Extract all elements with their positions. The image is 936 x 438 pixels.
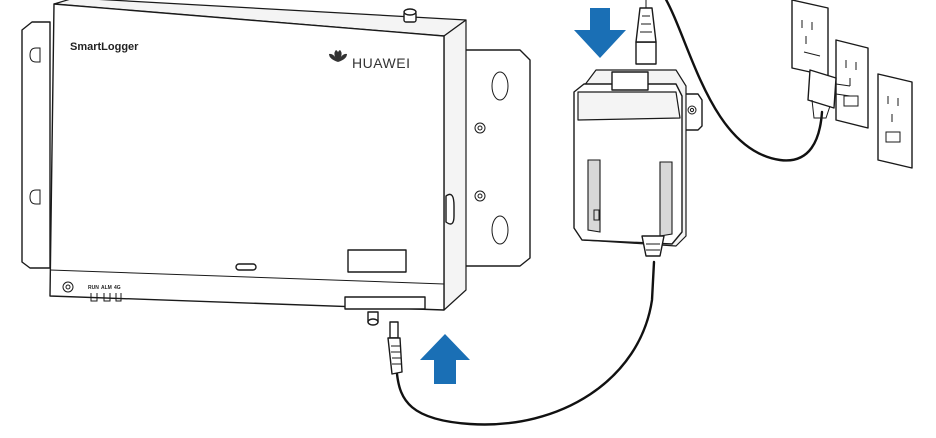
led-label-alm: ALM bbox=[101, 285, 112, 291]
device-front-face bbox=[49, 3, 445, 311]
power-adapter bbox=[573, 69, 703, 257]
right-mounting-bracket bbox=[459, 49, 531, 267]
arrow-down-icon bbox=[574, 8, 626, 58]
front-slot bbox=[235, 263, 257, 271]
led-label-run: RUN bbox=[88, 285, 99, 291]
arrow-up-icon bbox=[420, 334, 470, 384]
wall-sockets bbox=[791, 0, 913, 169]
brand-label: HUAWEI bbox=[352, 55, 410, 71]
label-plate bbox=[347, 249, 407, 273]
wall-socket-2 bbox=[835, 39, 869, 129]
ac-wall-plug bbox=[807, 69, 851, 119]
led-indicators: RUN ALM 4G bbox=[88, 285, 122, 302]
brand-logo: HUAWEI bbox=[329, 50, 410, 71]
bottom-label-plate bbox=[344, 296, 426, 310]
ground-screw-icon bbox=[62, 281, 74, 293]
huawei-logo-icon bbox=[329, 50, 347, 62]
wall-socket-1 bbox=[791, 0, 829, 77]
antenna-connector bbox=[403, 8, 417, 23]
dc-plug bbox=[387, 321, 403, 375]
led-label-4g: 4G bbox=[114, 285, 121, 291]
wall-socket-3 bbox=[877, 73, 913, 169]
smartlogger-device: SmartLogger HUAWEI RUN ALM 4G bbox=[21, 0, 531, 326]
ac-connector bbox=[635, 0, 657, 65]
device-model-label: SmartLogger bbox=[70, 41, 139, 53]
ac-cable bbox=[664, 0, 824, 162]
dc-cable bbox=[395, 260, 656, 426]
device-side-face bbox=[443, 19, 467, 311]
left-mounting-bracket bbox=[21, 21, 51, 269]
dc-input-port bbox=[367, 311, 379, 326]
